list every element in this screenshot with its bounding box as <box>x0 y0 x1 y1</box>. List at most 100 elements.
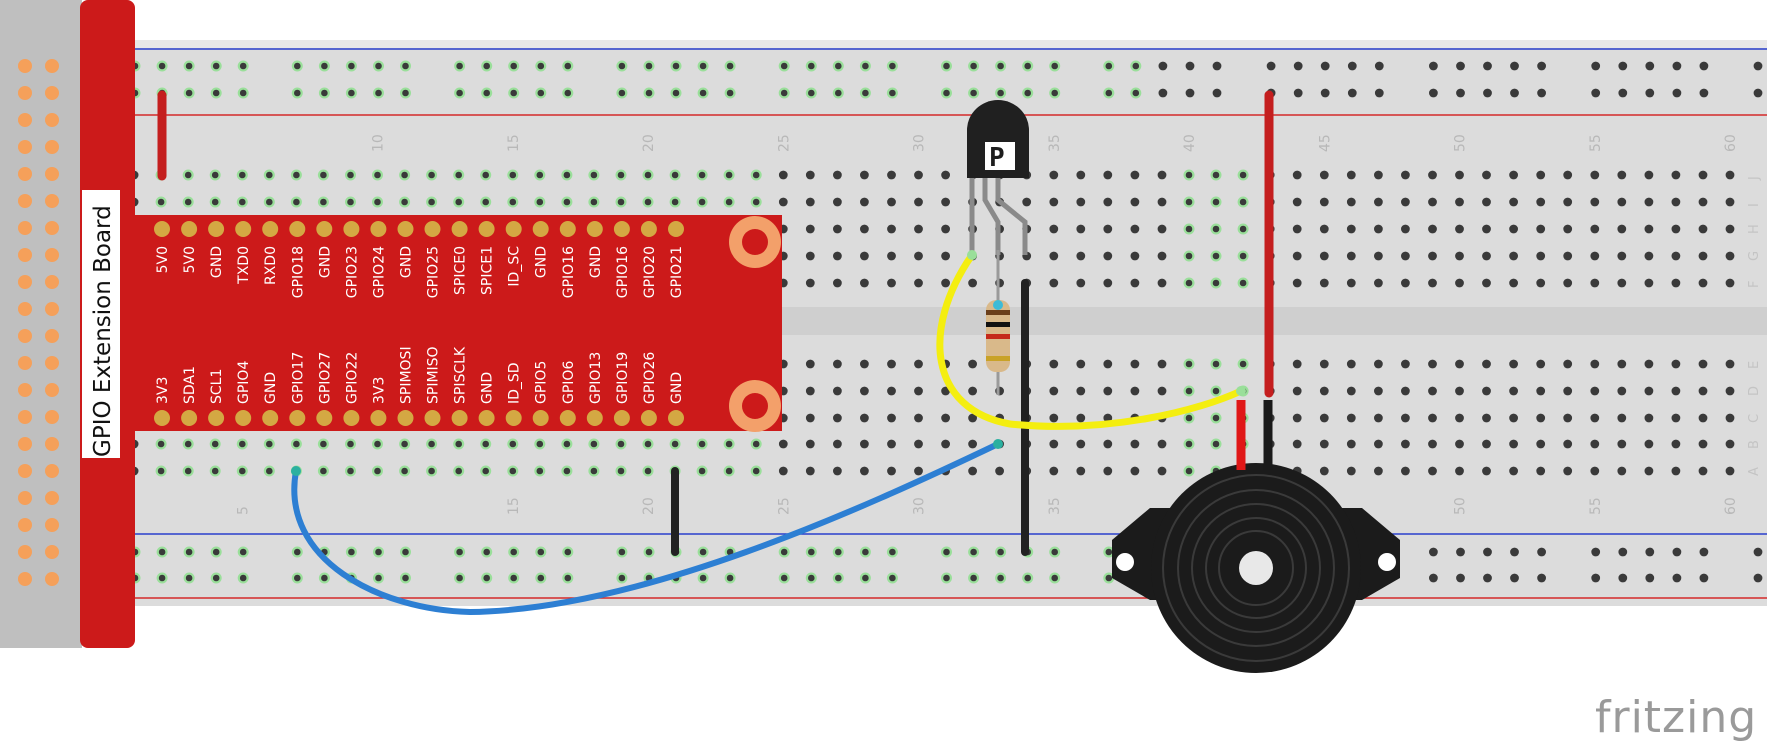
breadboard-hole <box>1319 197 1329 207</box>
buzzer[interactable] <box>1112 463 1400 673</box>
breadboard-hole <box>1672 61 1682 71</box>
breadboard-hole <box>860 413 869 423</box>
breadboard-hole <box>345 60 357 72</box>
breadboard-hole <box>1185 61 1195 71</box>
row-letter: C <box>1747 414 1762 423</box>
ribbon-pin <box>18 572 32 586</box>
ribbon-pin <box>45 302 59 316</box>
breadboard-hole <box>643 546 655 558</box>
breadboard-hole <box>1645 547 1655 557</box>
breadboard-hole <box>508 87 520 99</box>
breadboard-hole <box>1509 170 1518 180</box>
breadboard-hole <box>1076 386 1086 396</box>
ribbon-pin <box>45 545 59 559</box>
breadboard-hole <box>805 224 815 234</box>
breadboard-hole <box>1292 251 1302 261</box>
breadboard-hole <box>1591 61 1601 71</box>
breadboard-hole <box>1049 439 1059 449</box>
column-number: 35 <box>1047 134 1063 152</box>
breadboard-hole <box>156 572 168 584</box>
breadboard-hole <box>1671 251 1681 261</box>
breadboard-hole <box>1319 278 1329 288</box>
breadboard-hole <box>237 60 249 72</box>
ribbon-pin <box>45 437 59 451</box>
ribbon-pin <box>18 545 32 559</box>
ribbon-pin <box>45 275 59 289</box>
header-pin <box>559 410 576 426</box>
breadboard-hole <box>1103 251 1113 261</box>
breadboard-hole <box>1076 439 1086 449</box>
header-pin <box>262 221 279 237</box>
breadboard-hole <box>1049 197 1059 207</box>
breadboard-hole <box>1157 439 1167 449</box>
breadboard-hole <box>562 87 574 99</box>
breadboard-hole <box>1049 413 1059 423</box>
breadboard-hole <box>1563 224 1573 234</box>
breadboard-hole <box>1130 359 1140 369</box>
wires[interactable] <box>157 90 1274 616</box>
breadboard-hole <box>1672 573 1682 583</box>
breadboard-hole <box>1618 573 1628 583</box>
row-letter: B <box>1747 440 1762 449</box>
breadboard-hole <box>1076 413 1086 423</box>
breadboard-hole <box>1509 413 1518 423</box>
breadboard-hole <box>1103 546 1115 558</box>
breadboard-hole <box>345 465 357 477</box>
breadboard-hole <box>1753 88 1763 98</box>
header-pin <box>586 410 603 426</box>
breadboard-hole <box>1428 439 1437 449</box>
ribbon-pin <box>45 59 59 73</box>
header-pin <box>181 221 198 237</box>
breadboard-hole <box>914 197 923 207</box>
breadboard-hole <box>290 196 302 208</box>
breadboard-hole <box>887 439 896 449</box>
transistor-logo <box>985 142 1015 170</box>
breadboard-hole <box>968 359 977 369</box>
breadboard-hole <box>968 278 977 288</box>
breadboard-hole <box>1374 439 1383 449</box>
breadboard-hole <box>1183 358 1195 370</box>
breadboard-hole <box>778 170 788 180</box>
breadboard-hole <box>1401 251 1410 261</box>
breadboard-hole <box>481 87 493 99</box>
breadboard-hole <box>1049 359 1059 369</box>
header-pin <box>505 410 522 426</box>
breadboard-hole <box>670 60 682 72</box>
breadboard-hole <box>750 169 762 181</box>
breadboard-hole <box>669 438 681 450</box>
breadboard-hole <box>1401 413 1410 423</box>
breadboard-hole <box>1130 251 1140 261</box>
breadboard-hole <box>480 465 492 477</box>
pin-label-top: GPIO16 <box>615 246 631 298</box>
breadboard-hole <box>1374 61 1384 71</box>
breadboard-hole <box>1456 573 1465 583</box>
row-letter: H <box>1747 224 1762 234</box>
breadboard-hole <box>1022 197 1032 207</box>
ribbon-pin <box>45 86 59 100</box>
breadboard-hole <box>615 438 627 450</box>
transistor[interactable]: P <box>967 100 1029 255</box>
breadboard-hole <box>1237 358 1249 370</box>
breadboard-hole <box>1645 61 1655 71</box>
breadboard-hole <box>1482 359 1491 369</box>
header-pin <box>613 221 630 237</box>
breadboard-hole <box>697 60 709 72</box>
breadboard-hole <box>832 87 844 99</box>
pin-label-top: RXD0 <box>263 246 279 285</box>
breadboard-hole <box>453 465 465 477</box>
breadboard-hole <box>968 413 977 423</box>
breadboard-hole <box>940 60 952 72</box>
breadboard-hole <box>1346 386 1356 396</box>
column-number: 55 <box>1588 134 1604 152</box>
breadboard-hole <box>1183 223 1195 235</box>
breadboard-hole <box>696 438 708 450</box>
breadboard-hole <box>183 546 195 558</box>
resistor[interactable] <box>986 250 1010 395</box>
breadboard-hole <box>1428 359 1437 369</box>
breadboard-hole <box>1725 170 1735 180</box>
breadboard-hole <box>318 60 330 72</box>
breadboard-hole <box>859 546 871 558</box>
breadboard-hole <box>1049 572 1061 584</box>
breadboard-hole <box>400 87 412 99</box>
breadboard-hole <box>1346 413 1356 423</box>
